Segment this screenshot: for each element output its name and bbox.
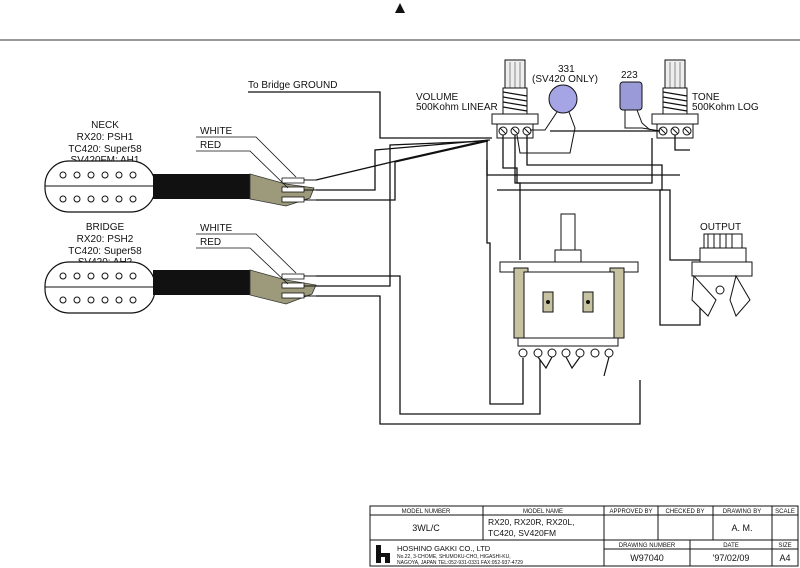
scale-header: SCALE <box>775 509 795 515</box>
neck-cable <box>153 174 250 199</box>
date-header: DATE <box>723 543 739 549</box>
top-arrow-icon <box>395 3 405 13</box>
wiring <box>248 91 710 425</box>
cap-331-note-label: (SV420 ONLY) <box>532 74 598 85</box>
switch-body <box>523 271 615 339</box>
bridge-pole-pieces <box>59 272 137 304</box>
neck-model-rx20: RX20: PSH1 <box>77 132 134 143</box>
neck-pickup-group: NECK RX20: PSH1 TC420: Super58 SV420FM: … <box>44 120 316 213</box>
company-address-line2: NAGOYA, JAPAN TEL:052-931-0331 FAX:052-9… <box>397 560 523 566</box>
bridge-title: BRIDGE <box>86 222 125 233</box>
neck-wire-white-label: WHITE <box>200 126 233 137</box>
model-number-value: 3WL/C <box>412 523 440 533</box>
company-address-line1: No.22, 3-CHOME, SHUMOKU-CHO, HIGASHI-KU, <box>397 554 511 560</box>
output-label: OUTPUT <box>700 222 741 233</box>
switch-lugs <box>518 348 614 358</box>
capacitor-331 <box>516 84 578 154</box>
drawing-by-value: A. M. <box>731 523 752 533</box>
bridge-wire-red-label: RED <box>200 237 221 248</box>
bridge-cable <box>153 270 250 295</box>
date-value: '97/02/09 <box>713 553 750 563</box>
to-bridge-ground-label: To Bridge GROUND <box>248 80 337 91</box>
drawing-by-header: DRAWING BY <box>723 509 761 515</box>
capacitor-223 <box>619 81 661 132</box>
checked-by-header: CHECKED BY <box>665 509 704 515</box>
company-name: HOSHINO GAKKI CO., LTD <box>397 544 491 553</box>
bridge-model-tc420: TC420: Super58 <box>68 246 142 257</box>
tone-pot <box>651 59 699 139</box>
cap-223-value-label: 223 <box>621 70 638 81</box>
drawing-number-header: DRAWING NUMBER <box>619 543 676 549</box>
neck-model-tc420: TC420: Super58 <box>68 144 142 155</box>
model-number-header: MODEL NUMBER <box>402 509 451 515</box>
size-header: SIZE <box>778 543 791 549</box>
neck-wire-red-label: RED <box>200 140 221 151</box>
bridge-wire-white-label: WHITE <box>200 223 233 234</box>
volume-pot <box>491 59 539 139</box>
tone-spec-label: 500Kohm LOG <box>692 102 759 113</box>
model-name-line1: RX20, RX20R, RX20L, <box>488 517 574 527</box>
approved-by-header: APPROVED BY <box>609 509 652 515</box>
size-value: A4 <box>779 553 790 563</box>
bridge-model-rx20: RX20: PSH2 <box>77 234 134 245</box>
output-jack <box>691 233 753 317</box>
tone-label: TONE <box>692 92 720 103</box>
neck-title: NECK <box>91 120 119 131</box>
cap-331-value-label: 331 <box>558 64 575 75</box>
volume-pot-body <box>491 113 539 125</box>
model-name-header: MODEL NAME <box>523 509 563 515</box>
volume-label: VOLUME <box>416 92 459 103</box>
switch-lever <box>560 213 576 251</box>
title-block <box>369 505 799 567</box>
pickup-selector-switch <box>499 213 639 377</box>
bridge-pickup-group: BRIDGE RX20: PSH2 TC420: Super58 SV420: … <box>44 222 317 314</box>
tone-pot-body <box>651 113 699 125</box>
neck-pole-pieces <box>59 171 137 203</box>
volume-spec-label: 500Kohm LINEAR <box>416 102 498 113</box>
model-name-line2: TC420, SV420FM <box>488 528 556 538</box>
hoshino-logo <box>376 545 390 563</box>
drawing-number-value: W97040 <box>630 553 664 563</box>
